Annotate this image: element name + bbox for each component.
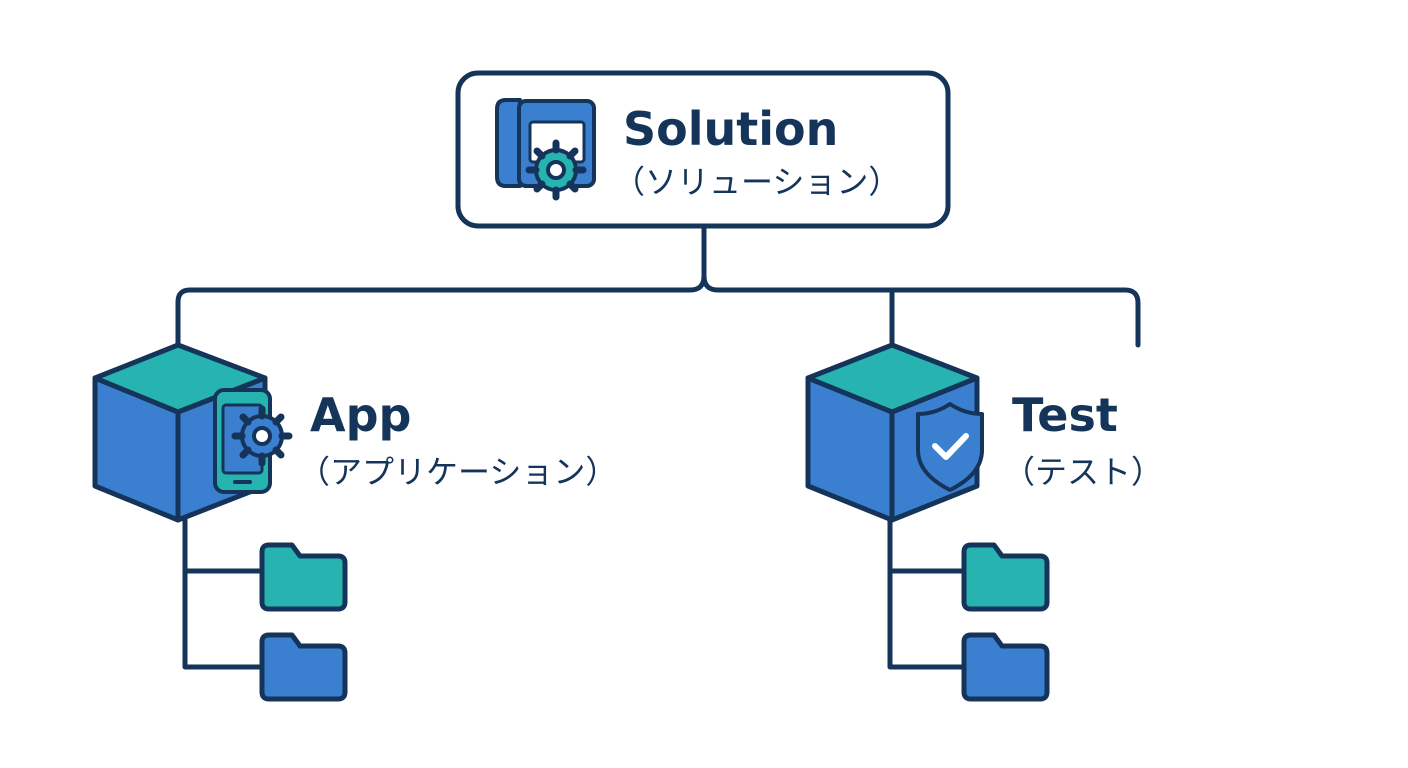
- app-folder-icon-2[interactable]: [259, 632, 348, 702]
- app-title: App: [310, 388, 411, 442]
- mobile-gear-icon: [213, 388, 293, 494]
- test-folder-icon-1[interactable]: [961, 542, 1050, 612]
- test-subtitle: （テスト）: [1003, 453, 1163, 491]
- solution-subtitle: （ソリューション）: [613, 163, 900, 201]
- connector-app-folders: [182, 517, 265, 670]
- solution-title: Solution: [623, 102, 838, 156]
- app-folder-icon-1[interactable]: [259, 542, 348, 612]
- app-subtitle: （アプリケーション）: [298, 453, 617, 491]
- solution-gear-icon: [495, 98, 596, 201]
- shield-check-icon: [916, 402, 984, 492]
- connectors: [175, 225, 1141, 670]
- test-node[interactable]: Test （テスト）: [805, 342, 1163, 702]
- app-node[interactable]: App （アプリケーション）: [92, 342, 617, 702]
- solution-node[interactable]: Solution （ソリューション）: [455, 70, 951, 229]
- connector-right-branch: [701, 273, 1141, 348]
- connector-test-folders: [887, 517, 967, 670]
- test-folder-icon-2[interactable]: [961, 632, 1050, 702]
- test-title: Test: [1012, 388, 1118, 442]
- connector-root-stem: [175, 225, 707, 348]
